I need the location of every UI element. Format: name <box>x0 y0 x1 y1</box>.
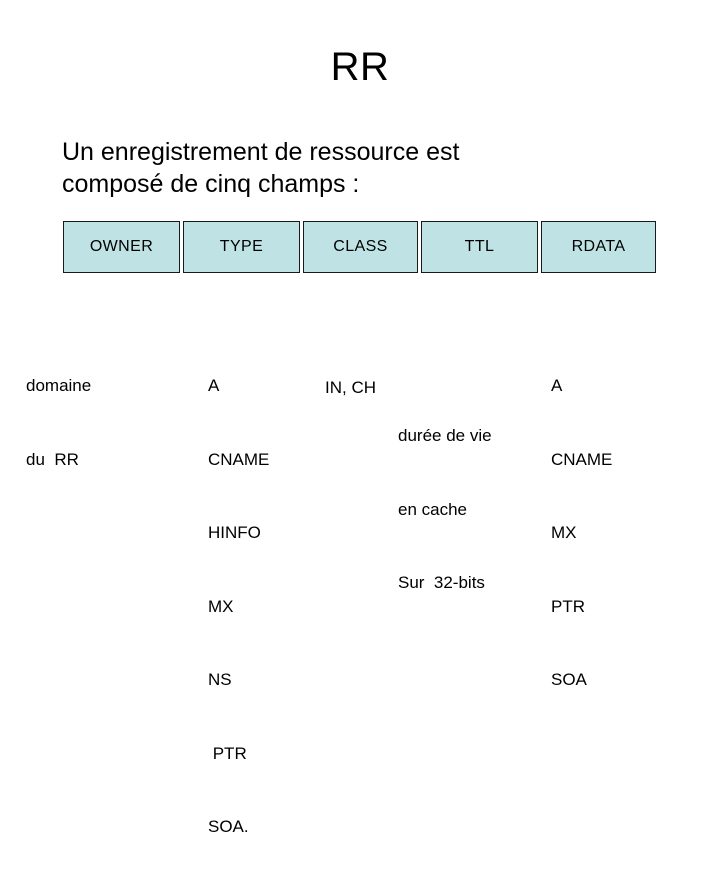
rdata-value-3: MX <box>551 523 577 542</box>
field-label-owner: OWNER <box>89 238 154 255</box>
field-box-class: CLASS <box>303 221 418 273</box>
rdata-value-4: PTR <box>551 596 585 616</box>
type-value-2: CNAME <box>208 449 270 469</box>
type-value-4: MX <box>208 596 234 616</box>
field-label-ttl: TTL <box>464 238 495 255</box>
page-title: RR <box>330 45 390 89</box>
rdata-value-1: A <box>551 376 563 395</box>
slide-rr: RR Un enregistrement de ressource est co… <box>0 45 720 836</box>
field-box-type: TYPE <box>183 221 300 273</box>
owner-value-1: domaine <box>26 376 92 395</box>
subtitle-line-2: composé de cinq champs : <box>62 170 360 198</box>
column-values-rdata: A CNAME MX PTR SOA <box>551 325 612 742</box>
column-values-ttl: durée de vie en cache Sur 32-bits <box>398 375 492 645</box>
field-box-ttl: TTL <box>421 221 538 273</box>
class-value-1: IN, CH <box>325 378 376 397</box>
owner-value-2: du RR <box>26 449 79 469</box>
field-header-row: OWNER TYPE CLASS TTL RDATA <box>0 221 720 275</box>
field-label-class: CLASS <box>333 238 388 255</box>
rdata-value-5: SOA <box>551 670 587 689</box>
ttl-value-2: en cache <box>398 499 467 519</box>
field-box-owner: OWNER <box>63 221 180 273</box>
ttl-value-3: Sur 32-bits <box>398 573 485 592</box>
column-values-type: A CNAME HINFO MX NS PTR SOA. <box>208 325 269 889</box>
type-value-7: SOA. <box>208 817 249 836</box>
field-label-type: TYPE <box>219 238 264 255</box>
field-box-rdata: RDATA <box>541 221 656 273</box>
column-values-class: IN, CH <box>325 327 376 450</box>
column-values-owner: domaine du RR <box>26 325 91 521</box>
type-value-5: NS <box>208 670 232 689</box>
rdata-value-2: CNAME <box>551 449 613 469</box>
type-value-3: HINFO <box>208 523 261 542</box>
subtitle-line-1: Un enregistrement de ressource est <box>62 138 460 166</box>
field-label-rdata: RDATA <box>571 238 626 255</box>
type-value-6: PTR <box>208 743 247 763</box>
ttl-value-1: durée de vie <box>398 426 492 445</box>
type-value-1: A <box>208 376 220 395</box>
slide-subtitle: Un enregistrement de ressource est compo… <box>62 136 662 200</box>
